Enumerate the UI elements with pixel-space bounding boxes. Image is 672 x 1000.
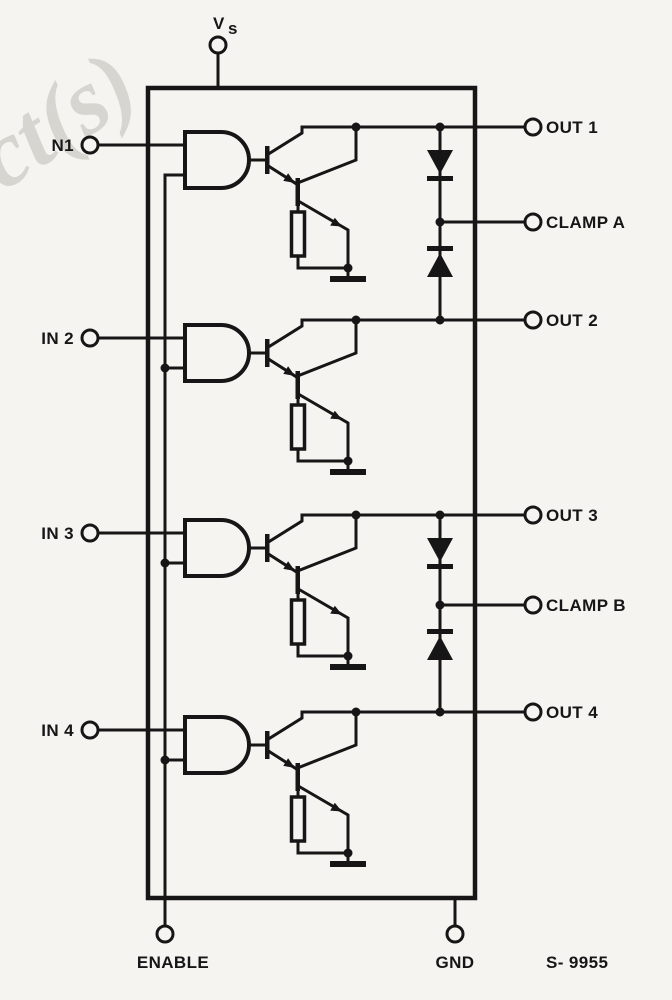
pin-label-enable: ENABLE (137, 953, 209, 972)
driver-cell-1 (80, 117, 543, 284)
enable-bus (155, 175, 175, 944)
diode-cathode-bar (427, 564, 453, 569)
pin-label-out2: OUT 2 (546, 311, 598, 330)
clamp-network-a (427, 125, 543, 322)
supply-pin-terminal (208, 35, 228, 55)
pin-label-clamp-a: CLAMP A (546, 213, 625, 232)
gnd-pin-terminal (445, 924, 465, 944)
pin-label-out1: OUT 1 (546, 118, 598, 137)
supply-pin (208, 35, 228, 88)
pin-label-clamp-b: CLAMP B (546, 596, 626, 615)
pin-label-gnd: GND (436, 953, 475, 972)
pin-label-out3: OUT 3 (546, 506, 598, 525)
watermark-text: ct(s) (0, 31, 155, 209)
enable-pin-terminal (155, 924, 175, 944)
driver-cell-2 (80, 310, 543, 477)
gnd-pin (445, 898, 465, 944)
diode-cathode-bar (427, 246, 453, 251)
diagram-code: S- 9955 (546, 953, 608, 972)
diode-icon (427, 253, 453, 277)
ic-outline (145, 85, 478, 901)
clamp-pin-terminal (523, 595, 543, 615)
pin-label-in4: IN 4 (41, 721, 74, 740)
supply-pin-label-sub: s (228, 19, 238, 38)
pin-label-in2: IN 2 (41, 329, 74, 348)
driver-cell-4 (80, 702, 543, 869)
clamp-pin-terminal (523, 212, 543, 232)
diode-icon (427, 538, 453, 562)
driver-cell-3 (80, 505, 543, 672)
diode-cathode-bar (427, 176, 453, 181)
diode-cathode-bar (427, 629, 453, 634)
diode-icon (427, 636, 453, 660)
pin-label-in1: N1 (51, 136, 74, 155)
diode-icon (427, 150, 453, 174)
supply-pin-label: V (213, 14, 225, 33)
pin-label-in3: IN 3 (41, 524, 74, 543)
pin-label-out4: OUT 4 (546, 703, 598, 722)
clamp-network-b (427, 513, 543, 714)
